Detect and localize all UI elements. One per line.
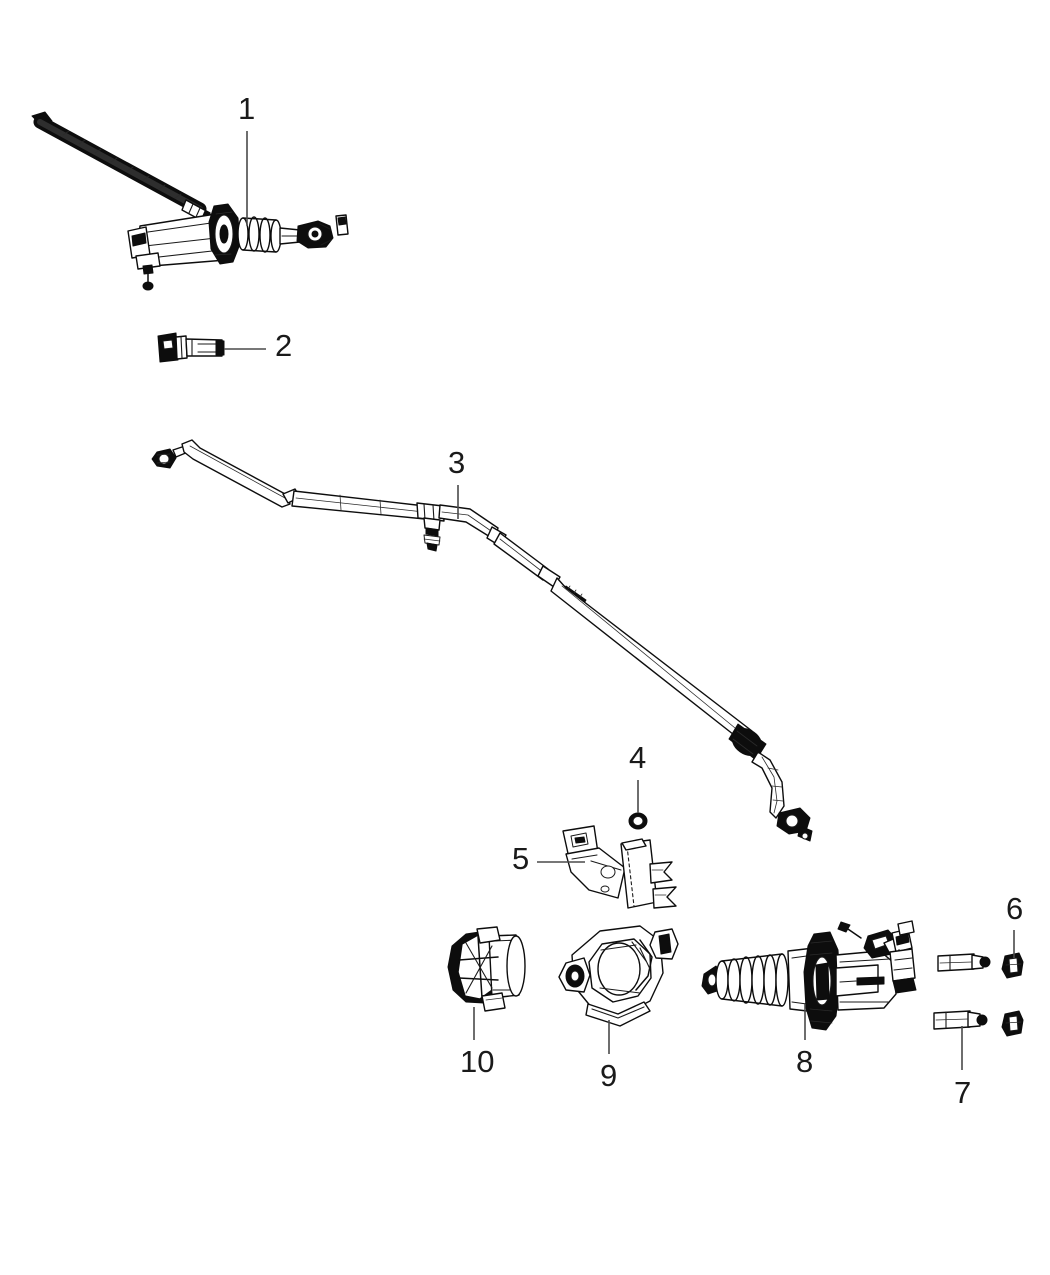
- master-cylinder-clevis-eyelet: [296, 220, 334, 249]
- retaining-clip-lower[interactable]: [1001, 1010, 1024, 1037]
- part-1-master-cylinder-assembly[interactable]: [31, 111, 349, 291]
- slave-cylinder-inlet-port: [889, 920, 917, 994]
- callout-label-6[interactable]: 6: [1006, 891, 1024, 926]
- callout-label-4[interactable]: 4: [629, 740, 647, 775]
- master-cylinder-end-tab: [335, 214, 349, 236]
- part-10-release-bearing[interactable]: [447, 926, 526, 1012]
- slave-cylinder-mounting-flange: [803, 931, 841, 1031]
- callout-label-8[interactable]: 8: [796, 1044, 814, 1079]
- tube-lower-damper: [728, 723, 767, 761]
- slave-cylinder-mounting-bolt-upper[interactable]: [937, 953, 991, 972]
- part-4-o-ring-seal[interactable]: [628, 812, 648, 830]
- callout-label-3[interactable]: 3: [448, 445, 466, 480]
- callout-label-10[interactable]: 10: [460, 1044, 495, 1079]
- part-2-pushrod-clip[interactable]: [157, 332, 225, 363]
- callout-label-5[interactable]: 5: [512, 841, 530, 876]
- part-5-mounting-bracket[interactable]: [562, 825, 677, 909]
- part-6-retaining-clip-upper[interactable]: [1001, 952, 1024, 979]
- tube-left-end-fitting: [151, 445, 189, 469]
- callout-label-7[interactable]: 7: [954, 1075, 972, 1110]
- master-cylinder-body: [127, 212, 233, 291]
- tube-bleeder-tee: [416, 502, 445, 552]
- tube-right-end-fitting: [776, 807, 813, 842]
- callout-label-1[interactable]: 1: [238, 91, 256, 126]
- part-9-release-fork[interactable]: [558, 925, 679, 1027]
- master-cylinder-boot-bellows: [237, 216, 282, 253]
- part-7-mounting-bolt-lower[interactable]: [933, 1010, 988, 1030]
- slave-cylinder-accordion-boot: [715, 953, 789, 1007]
- part-3-hydraulic-tube-assembly[interactable]: [151, 439, 813, 842]
- slave-cylinder-barrel: [835, 950, 897, 1011]
- master-cylinder-mounting-flange: [208, 203, 241, 265]
- part-8-slave-cylinder-assembly[interactable]: [701, 920, 917, 1031]
- leader-lines: [224, 131, 1015, 1070]
- callout-label-9[interactable]: 9: [600, 1058, 618, 1093]
- tube-end-bend: [751, 751, 785, 819]
- tube-middle-run: [438, 504, 561, 588]
- master-cylinder-reservoir-hose: [31, 111, 207, 216]
- tube-long-diagonal: [550, 577, 753, 743]
- tube-upper-run: [181, 439, 426, 520]
- callout-label-2[interactable]: 2: [275, 328, 293, 363]
